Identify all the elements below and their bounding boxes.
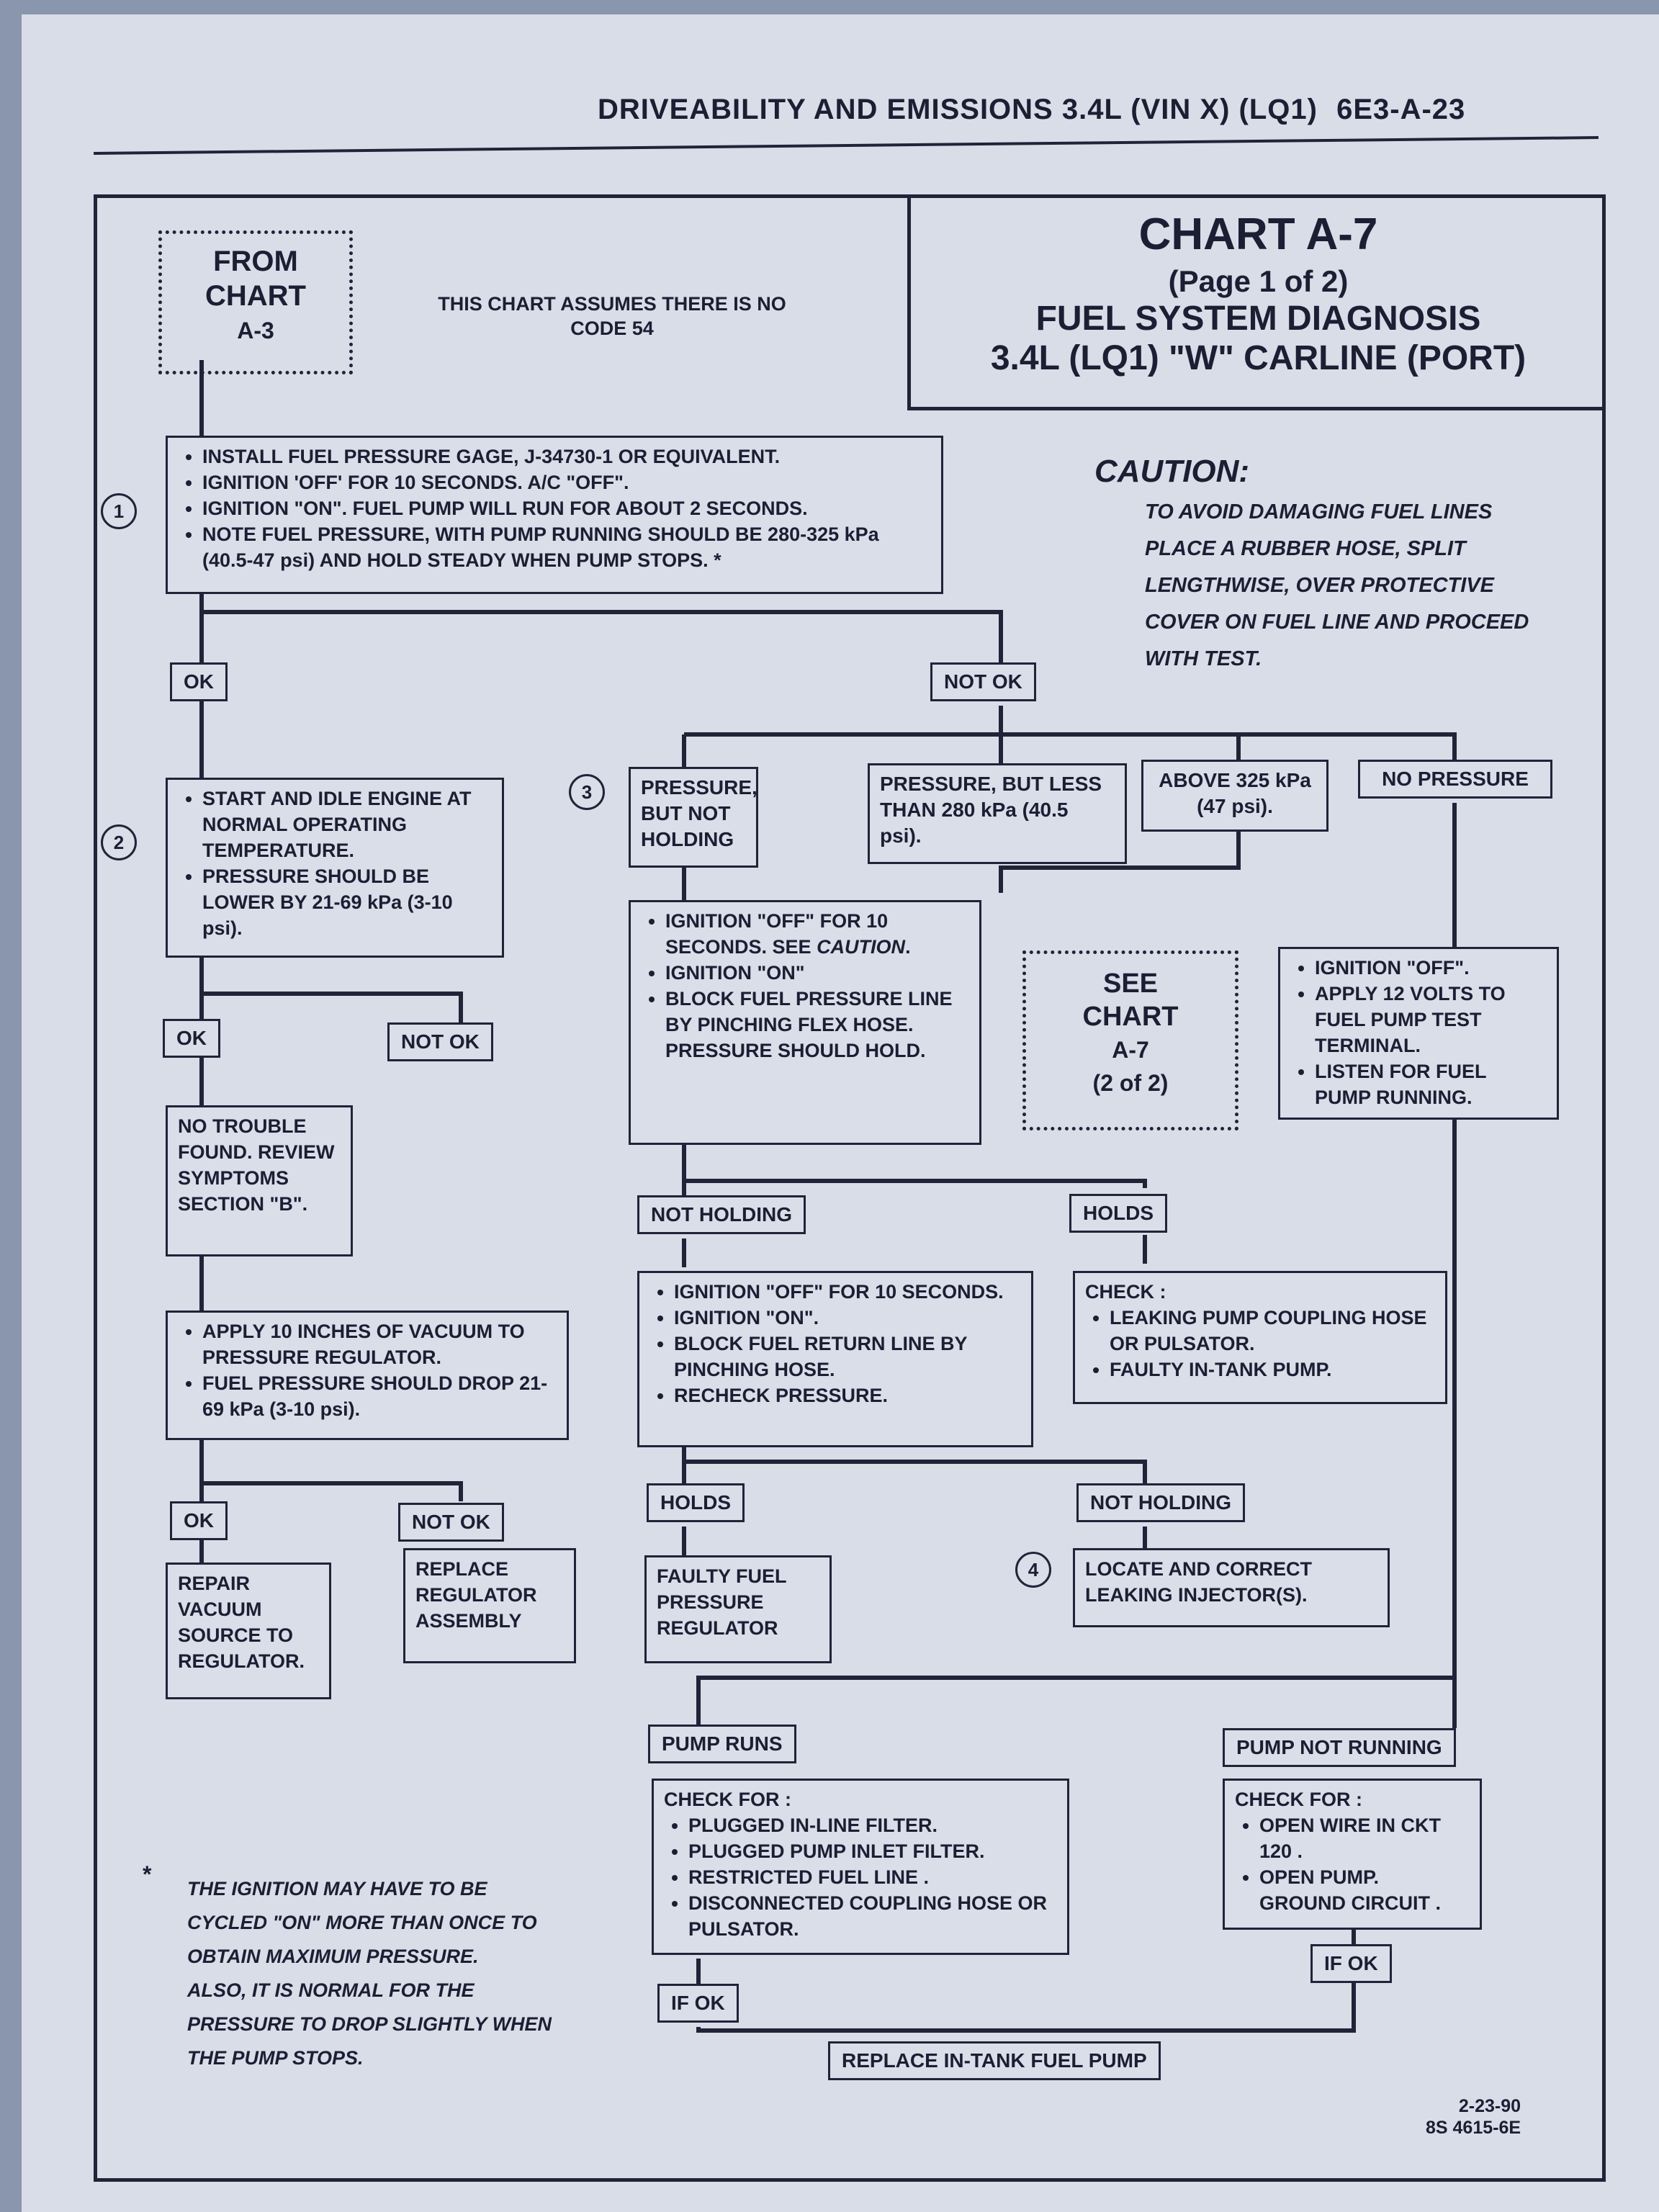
- see-chart-box: SEE CHART A-7 (2 of 2): [1022, 950, 1238, 1130]
- title-block: CHART A-7 (Page 1 of 2) FUEL SYSTEM DIAG…: [907, 194, 1606, 410]
- box-apply-vacuum: APPLY 10 INCHES OF VACUUM TO PRESSURE RE…: [166, 1310, 569, 1440]
- box-apply-12v: IGNITION "OFF". APPLY 12 VOLTS TO FUEL P…: [1278, 947, 1559, 1120]
- not-ok-label-1: NOT OK: [930, 662, 1036, 701]
- caution-note: CAUTION: TO AVOID DAMAGING FUEL LINES PL…: [1073, 454, 1529, 678]
- box-check-filters: CHECK FOR : PLUGGED IN-LINE FILTER. PLUG…: [652, 1779, 1069, 1955]
- chart-subtitle: 3.4L (LQ1) "W" CARLINE (PORT): [990, 339, 1527, 377]
- step-3-marker: 3: [569, 774, 605, 810]
- box-no-trouble-found: NO TROUBLE FOUND. REVIEW SYMPTOMS SECTIO…: [166, 1105, 353, 1256]
- box-block-pressure-line: IGNITION "OFF" FOR 10 SECONDS. SEE CAUTI…: [629, 900, 981, 1145]
- box-block-return-line: IGNITION "OFF" FOR 10 SECONDS. IGNITION …: [637, 1271, 1033, 1447]
- box-pressure-less-280: PRESSURE, BUT LESS THAN 280 kPa (40.5 ps…: [868, 763, 1127, 864]
- if-ok-label-2: IF OK: [1310, 1944, 1392, 1983]
- caution-body: TO AVOID DAMAGING FUEL LINES PLACE A RUB…: [1145, 500, 1529, 670]
- ok-label-2: OK: [163, 1019, 220, 1058]
- chart-id: CHART A-7: [1138, 210, 1378, 259]
- step-1-marker: 1: [101, 493, 137, 529]
- assumption-note: THIS CHART ASSUMES THERE IS NO CODE 54: [438, 293, 786, 339]
- chart-page: (Page 1 of 2): [1168, 264, 1349, 298]
- pump-not-running-label: PUMP NOT RUNNING: [1223, 1728, 1456, 1767]
- not-holding-label-2: NOT HOLDING: [1076, 1483, 1245, 1522]
- step-2-marker: 2: [101, 824, 137, 860]
- manual-page: DRIVEABILITY AND EMISSIONS 3.4L (VIN X) …: [22, 14, 1659, 2212]
- holds-label-1: HOLDS: [1069, 1194, 1167, 1233]
- chart-frame: [94, 194, 1606, 2182]
- footer-date: 2-23-90: [1458, 2096, 1521, 2116]
- section-title: DRIVEABILITY AND EMISSIONS 3.4L (VIN X) …: [598, 94, 1318, 125]
- ok-label-3: OK: [170, 1501, 228, 1540]
- box3-item-1: IGNITION "OFF" FOR 10 SECONDS. SEE CAUTI…: [665, 908, 969, 960]
- box-replace-regulator: REPLACE REGULATOR ASSEMBLY: [403, 1548, 576, 1663]
- flow-lines: [199, 360, 1457, 2033]
- box-install-gage: INSTALL FUEL PRESSURE GAGE, J-34730-1 OR…: [166, 436, 943, 594]
- box-replace-in-tank-pump: REPLACE IN-TANK FUEL PUMP: [828, 2041, 1161, 2080]
- from-chart-line3: A-3: [237, 318, 274, 343]
- holds-label-2: HOLDS: [647, 1483, 745, 1522]
- box-check-wiring: CHECK FOR : OPEN WIRE IN CKT 120 . OPEN …: [1223, 1779, 1482, 1930]
- box-check-coupling: CHECK : LEAKING PUMP COUPLING HOSE OR PU…: [1073, 1271, 1447, 1404]
- box-repair-vacuum: REPAIR VACUUM SOURCE TO REGULATOR.: [166, 1563, 331, 1699]
- page-code: 6E3-A-23: [1336, 94, 1466, 125]
- box-faulty-regulator: FAULTY FUEL PRESSURE REGULATOR: [644, 1555, 832, 1663]
- pump-runs-label: PUMP RUNS: [648, 1725, 796, 1763]
- ok-label-1: OK: [170, 662, 228, 701]
- not-ok-label-2: NOT OK: [387, 1022, 493, 1061]
- box-leaking-injector: LOCATE AND CORRECT LEAKING INJECTOR(S).: [1073, 1548, 1390, 1627]
- footnote: THE IGNITION MAY HAVE TO BE CYCLED "ON" …: [187, 1878, 552, 2069]
- if-ok-label-1: IF OK: [657, 1984, 739, 2023]
- footnote-star: *: [143, 1861, 152, 1887]
- section-header: DRIVEABILITY AND EMISSIONS 3.4L (VIN X) …: [598, 94, 1465, 126]
- box-start-idle: START AND IDLE ENGINE AT NORMAL OPERATIN…: [166, 778, 504, 958]
- not-holding-label-1: NOT HOLDING: [637, 1195, 806, 1234]
- footer-code: 8S 4615-6E: [1426, 2118, 1521, 2138]
- from-chart-box: FROM CHART A-3: [158, 230, 353, 374]
- not-ok-label-3: NOT OK: [398, 1503, 504, 1542]
- footer-codes: 2-23-90 8S 4615-6E: [1426, 2095, 1521, 2139]
- caution-title: CAUTION:: [1094, 454, 1250, 489]
- box-above-325: ABOVE 325 kPa (47 psi).: [1141, 760, 1328, 832]
- step-4-marker: 4: [1015, 1552, 1051, 1588]
- chart-title: FUEL SYSTEM DIAGNOSIS: [1035, 300, 1481, 338]
- from-chart-line2: CHART: [205, 280, 306, 312]
- from-chart-line1: FROM: [213, 246, 298, 277]
- no-pressure-label: NO PRESSURE: [1358, 760, 1552, 799]
- box-pressure-not-holding: PRESSURE, BUT NOT HOLDING: [629, 767, 758, 868]
